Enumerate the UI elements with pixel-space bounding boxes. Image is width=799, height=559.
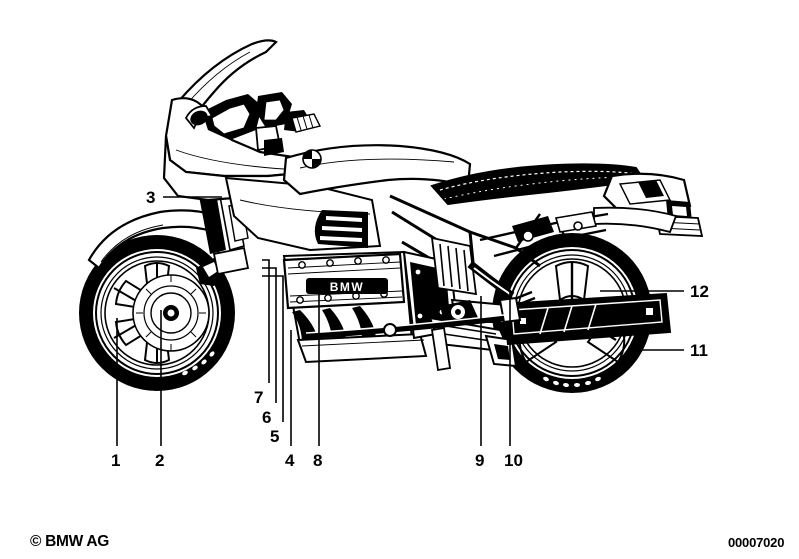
- callout-number-6: 6: [262, 408, 272, 427]
- engine-valve-cover: BMW: [282, 252, 406, 310]
- leader-line-6: [262, 267, 277, 403]
- part-number: 00007020: [728, 535, 785, 550]
- front-wheel: [79, 235, 235, 391]
- callout-number-11: 11: [690, 341, 708, 360]
- callout-number-5: 5: [270, 427, 280, 446]
- windscreen: [176, 39, 278, 120]
- front-brake-disc: [132, 274, 210, 352]
- callout-leader-lines: [116, 196, 684, 446]
- exhaust-muffler: [305, 292, 672, 346]
- svg-text:BMW: BMW: [330, 280, 365, 294]
- engine-bmw-badge: BMW: [306, 278, 388, 294]
- front-tire-lettering: [182, 351, 215, 376]
- callout-number-1: 1: [111, 451, 121, 470]
- radiator: [430, 236, 478, 296]
- callout-number-10: 10: [504, 451, 523, 470]
- callout-number-3: 3: [146, 188, 156, 207]
- tail-section: [593, 172, 704, 237]
- fairing: [162, 97, 382, 252]
- handlebar-controls: [255, 92, 322, 156]
- callout-number-9: 9: [475, 451, 485, 470]
- handlebar-grip: [291, 113, 322, 133]
- leader-line-5: [262, 275, 284, 422]
- callout-number-8: 8: [313, 451, 323, 470]
- leader-line-7: [262, 259, 270, 383]
- front-brake-caliper: [196, 258, 224, 286]
- callout-number-7: 7: [254, 388, 264, 407]
- copyright-notice: © BMW AG: [30, 533, 110, 550]
- rear-tire-lettering: [543, 376, 601, 388]
- callout-number-4: 4: [285, 451, 295, 470]
- callout-number-2: 2: [155, 451, 165, 470]
- callout-number-12: 12: [690, 282, 709, 301]
- seat: [430, 163, 646, 206]
- fairing-vent-louvers: [314, 210, 368, 248]
- bmw-roundel-icon: [302, 149, 322, 169]
- engine: BMW: [282, 250, 460, 364]
- rear-frame-detail: [512, 211, 598, 242]
- cockpit-instruments: [184, 94, 262, 140]
